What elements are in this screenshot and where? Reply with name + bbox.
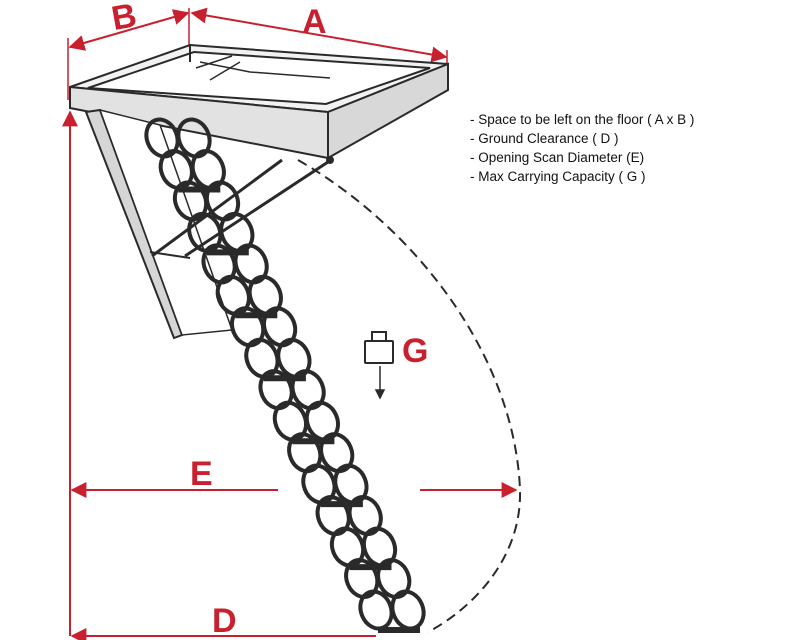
ladder-link-right — [376, 558, 412, 599]
scissor-ladder — [144, 117, 426, 633]
ladder-link-right — [261, 306, 298, 348]
ladder-link-right — [233, 243, 269, 285]
hatch-frame — [69, 43, 449, 164]
ladder-link-right — [176, 117, 212, 159]
legend: - Space to be left on the floor ( A x B … — [470, 112, 694, 184]
dimension-lines — [62, 7, 518, 640]
legend-item-scan-diameter: - Opening Scan Diameter (E) — [470, 150, 644, 165]
ladder-link-right — [204, 180, 241, 222]
label-d: D — [212, 602, 237, 640]
label-e: E — [190, 455, 213, 493]
label-b: B — [109, 0, 140, 38]
ladder-link-left — [201, 243, 237, 285]
ladder-link-left — [229, 306, 266, 348]
dimension-a-line — [190, 7, 448, 63]
ladder-link-left — [344, 558, 380, 599]
legend-item-space: - Space to be left on the floor ( A x B … — [470, 112, 694, 127]
label-a: A — [302, 3, 327, 41]
legend-item-clearance: - Ground Clearance ( D ) — [470, 131, 619, 146]
ladder-link-left — [258, 369, 294, 411]
ladder-link-right — [347, 495, 383, 537]
legend-item-capacity: - Max Carrying Capacity ( G ) — [470, 169, 646, 184]
ladder-link-right — [319, 432, 355, 474]
ladder-link-right — [290, 369, 326, 411]
ladder-link-left — [172, 180, 209, 222]
weight-icon — [364, 331, 394, 364]
dimension-b-line — [68, 9, 190, 51]
ladder-link-right — [390, 589, 426, 631]
swing-arc — [297, 159, 522, 633]
down-arrow-icon — [374, 366, 386, 400]
ladder-link-left — [144, 117, 180, 159]
ladder-link-left — [315, 495, 351, 537]
label-g: G — [402, 332, 428, 370]
ladder-link-left — [287, 432, 323, 474]
